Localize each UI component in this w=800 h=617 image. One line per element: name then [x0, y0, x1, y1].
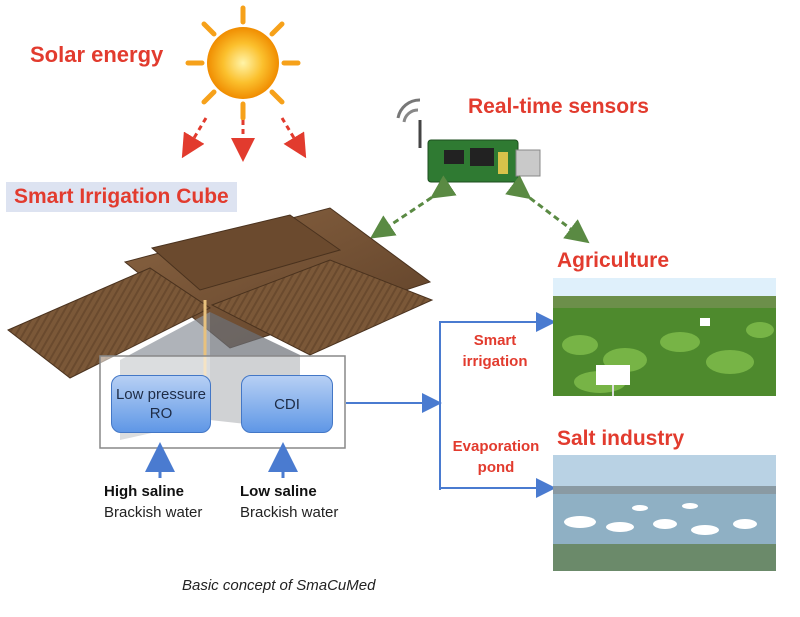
inlet-arrows — [145, 442, 298, 478]
smart-irrigation-label: Smart irrigation — [450, 330, 540, 372]
outlet-arrows — [346, 312, 556, 498]
agriculture-photo — [553, 278, 776, 396]
evaporation-pond-line-2: pond — [477, 459, 515, 476]
evaporation-pond-label: Evaporation pond — [440, 436, 552, 478]
high-saline-title: High saline — [104, 483, 185, 500]
low-pressure-ro-unit: Low pressure RO — [111, 375, 211, 433]
sensor-board-icon — [396, 98, 541, 183]
high-saline-subtitle: Brackish water — [104, 504, 203, 521]
sun-rays — [181, 117, 307, 162]
low-saline-subtitle: Brackish water — [240, 504, 339, 521]
figure-caption: Basic concept of SmaCuMed — [182, 577, 376, 594]
sun-icon — [185, 5, 301, 121]
salt-industry-title: Salt industry — [557, 427, 685, 450]
ro-label-line-1: Low pressure — [115, 386, 207, 403]
cdi-unit: CDI — [241, 375, 333, 433]
smart-irrigation-line-1: Smart — [473, 332, 517, 349]
sensor-links — [370, 175, 590, 244]
cdi-label: CDI — [274, 395, 300, 413]
evaporation-pond-line-1: Evaporation — [452, 438, 540, 455]
sensors-title: Real-time sensors — [468, 95, 649, 118]
solar-energy-title: Solar energy — [30, 42, 164, 67]
low-saline-water: Low saline Brackish water — [240, 483, 338, 521]
ro-label-line-2: RO — [149, 405, 173, 422]
cube-title: Smart Irrigation Cube — [6, 182, 237, 212]
high-saline-water: High saline Brackish water — [104, 483, 202, 521]
agriculture-title: Agriculture — [557, 249, 670, 272]
salt-pond-photo — [553, 455, 776, 571]
smart-irrigation-line-2: irrigation — [462, 353, 528, 370]
low-saline-title: Low saline — [240, 483, 317, 500]
